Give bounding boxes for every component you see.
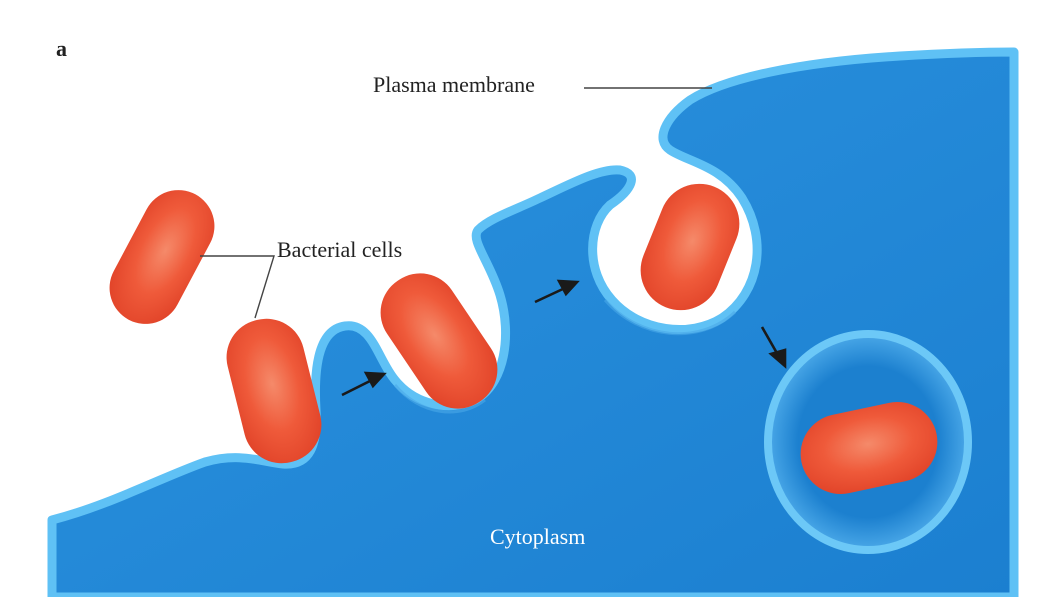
pocket-shading-2 <box>603 299 737 336</box>
process-arrows <box>341 279 787 397</box>
arrow-1-head <box>363 371 387 389</box>
arrow-3-head <box>768 348 787 369</box>
cytoplasm-label: Cytoplasm <box>490 524 586 549</box>
pocket-shading-1 <box>393 384 486 414</box>
bacterial-cells-label: Bacterial cells <box>277 237 403 262</box>
arrow-1 <box>341 378 373 397</box>
bacterium-engulfing <box>380 273 498 409</box>
panel-letter: a <box>56 36 67 61</box>
arrow-3 <box>760 326 780 356</box>
bacterium-contacting <box>226 318 322 464</box>
bacteria-leader-line <box>200 255 275 319</box>
arrow-2-head <box>556 279 580 297</box>
bacterium-in-vesicle <box>800 401 938 495</box>
bacterium-free <box>109 190 215 324</box>
arrow-2 <box>534 286 566 304</box>
bacterium-enclosed <box>640 183 740 311</box>
plasma-membrane-label: Plasma membrane <box>373 72 535 97</box>
